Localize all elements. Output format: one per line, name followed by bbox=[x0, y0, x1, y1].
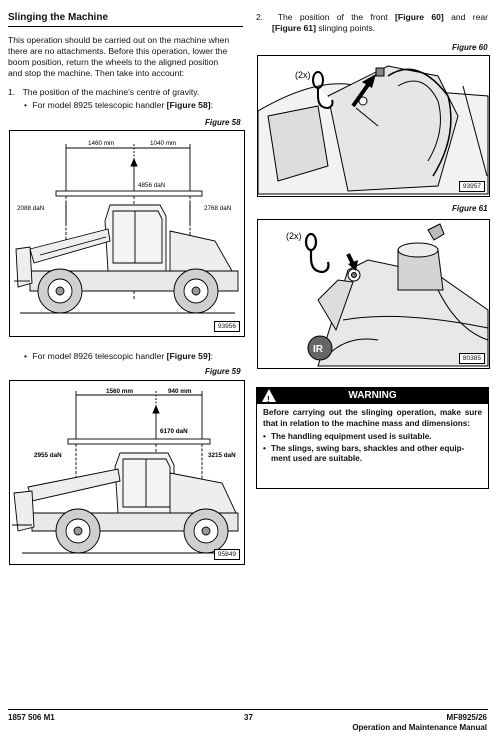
figure-61-number: 80385 bbox=[458, 353, 485, 364]
figure-ref-61[interactable]: [Figure 61] bbox=[272, 23, 316, 33]
dim-top-load: 4856 daN bbox=[138, 182, 166, 189]
step-number: 2. bbox=[256, 12, 264, 22]
dim-left: 1460 mm bbox=[88, 140, 114, 147]
dim-rear-load: 2768 daN bbox=[204, 205, 232, 212]
dim-top-load: 6170 daN bbox=[160, 428, 188, 435]
step-number: 1. bbox=[8, 87, 16, 97]
figure-ref-60[interactable]: [Figure 60] bbox=[394, 12, 444, 22]
bullet-suffix: : bbox=[210, 100, 213, 110]
dim-front-load: 2088 daN bbox=[17, 205, 45, 212]
dim-right: 940 mm bbox=[168, 388, 192, 395]
dim-right: 1040 mm bbox=[150, 140, 176, 147]
intro-line: there are no attachments. Before this op… bbox=[8, 46, 228, 56]
telehandler-drawing-8925: 1460 mm 1040 mm 4856 daN 2088 daN 2768 d… bbox=[14, 140, 239, 314]
intro-line: boom position, return the wheels to the … bbox=[8, 57, 219, 67]
bullet-model-8926: • For model 8926 telescopic handler [Fig… bbox=[24, 351, 213, 362]
intro-line: and stop the machine. Then take into acc… bbox=[8, 68, 185, 78]
footer-code: 1857 506 M1 bbox=[8, 713, 55, 722]
figure-60: (2x) 93957 bbox=[257, 55, 490, 197]
rear-slinging-point-drawing: (2x) IR bbox=[286, 223, 489, 367]
brand-logo: IR bbox=[307, 335, 333, 361]
page-number: 37 bbox=[244, 713, 253, 722]
step-text: slinging points. bbox=[315, 23, 376, 33]
figure-58: 1460 mm 1040 mm 4856 daN 2088 daN 2768 d… bbox=[9, 130, 245, 337]
figure-60-number: 93957 bbox=[458, 181, 485, 192]
figure-58-number: 93956 bbox=[213, 321, 240, 332]
bullet-model-8925: • For model 8925 telescopic handler [Fig… bbox=[24, 100, 213, 111]
dim-front-load: 2955 daN bbox=[34, 452, 62, 459]
figure-59-number: 95849 bbox=[213, 549, 240, 560]
bullet-suffix: : bbox=[210, 351, 213, 361]
telehandler-drawing-8926: 1560 mm 940 mm 6170 daN 2955 daN 3215 da… bbox=[12, 388, 239, 554]
footer-rule bbox=[8, 709, 488, 710]
warning-item: The handling equipment used is suitable. bbox=[263, 432, 482, 442]
step-1: 1. The position of the machine's centre … bbox=[8, 87, 199, 98]
warning-box: ! WARNING Before carrying out the slingi… bbox=[256, 387, 489, 489]
figure-61-caption: Figure 61 bbox=[452, 204, 488, 213]
warning-item: The slings, swing bars, shackles and oth… bbox=[263, 444, 482, 464]
step-text: The position of the front bbox=[277, 12, 395, 22]
bullet-text: For model 8926 telescopic handler bbox=[32, 351, 167, 361]
quantity-label: (2x) bbox=[286, 231, 302, 241]
svg-text:IR: IR bbox=[313, 344, 324, 355]
figure-60-caption: Figure 60 bbox=[452, 43, 488, 52]
figure-ref-58[interactable]: [Figure 58] bbox=[166, 100, 211, 110]
title-rule bbox=[8, 26, 243, 27]
figure-61: (2x) IR 80385 bbox=[257, 219, 490, 369]
step-text: The position of the machine's centre of … bbox=[22, 87, 200, 97]
warning-body: Before carrying out the slinging operati… bbox=[263, 408, 482, 428]
intro-paragraph: This operation should be carried out on … bbox=[8, 35, 248, 79]
quantity-label: (2x) bbox=[295, 70, 311, 80]
warning-icon: ! bbox=[262, 389, 276, 404]
dim-rear-load: 3215 daN bbox=[208, 452, 236, 459]
footer-manual-title: Operation and Maintenance Manual bbox=[352, 723, 487, 732]
warning-header: ! WARNING bbox=[257, 388, 488, 404]
section-title: Slinging the Machine bbox=[8, 12, 109, 23]
front-slinging-point-drawing: (2x) bbox=[257, 65, 489, 195]
figure-59-caption: Figure 59 bbox=[205, 367, 241, 376]
warning-title: WARNING bbox=[348, 390, 397, 401]
step-text: and rear bbox=[443, 12, 488, 22]
figure-58-caption: Figure 58 bbox=[205, 118, 241, 127]
bullet-text: For model 8925 telescopic handler bbox=[32, 100, 167, 110]
step-2: 2. The position of the front [Figure 60]… bbox=[256, 12, 488, 34]
footer-model: MF8925/26 bbox=[446, 713, 487, 722]
warning-list: The handling equipment used is suitable.… bbox=[257, 432, 488, 464]
bullet-dot: • bbox=[24, 351, 28, 361]
figure-ref-59[interactable]: [Figure 59] bbox=[166, 351, 211, 361]
intro-line: This operation should be carried out on … bbox=[8, 35, 230, 45]
bullet-dot: • bbox=[24, 100, 28, 110]
dim-left: 1560 mm bbox=[106, 388, 133, 395]
figure-59: 1560 mm 940 mm 6170 daN 2955 daN 3215 da… bbox=[9, 380, 245, 565]
